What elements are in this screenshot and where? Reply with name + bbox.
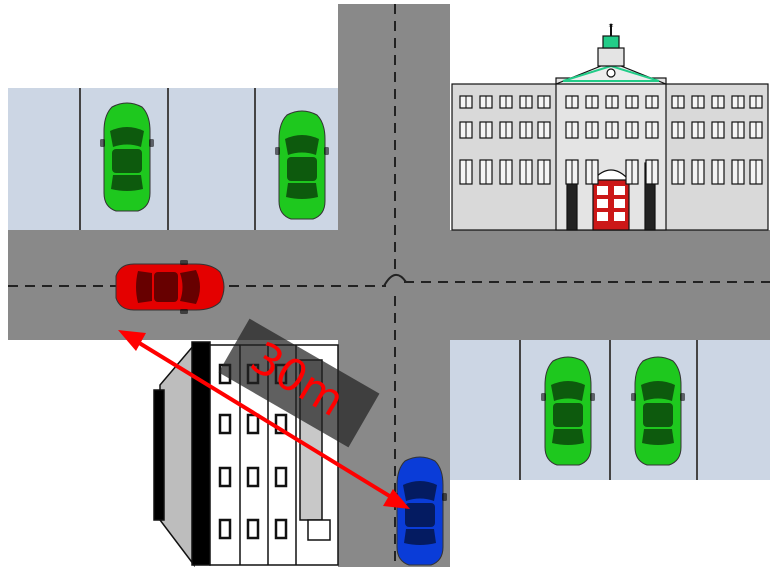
svg-text:*: * <box>609 22 614 33</box>
green-car-3 <box>541 357 595 465</box>
green-car-1 <box>100 103 154 211</box>
green-car-2 <box>275 111 329 219</box>
window <box>248 468 258 486</box>
window <box>220 468 230 486</box>
red-car <box>116 260 224 314</box>
green-car-4 <box>631 357 685 465</box>
window <box>276 468 286 486</box>
window <box>220 520 230 538</box>
window <box>248 415 258 433</box>
window <box>248 520 258 538</box>
window <box>276 520 286 538</box>
blue-car <box>393 457 447 565</box>
window <box>220 415 230 433</box>
